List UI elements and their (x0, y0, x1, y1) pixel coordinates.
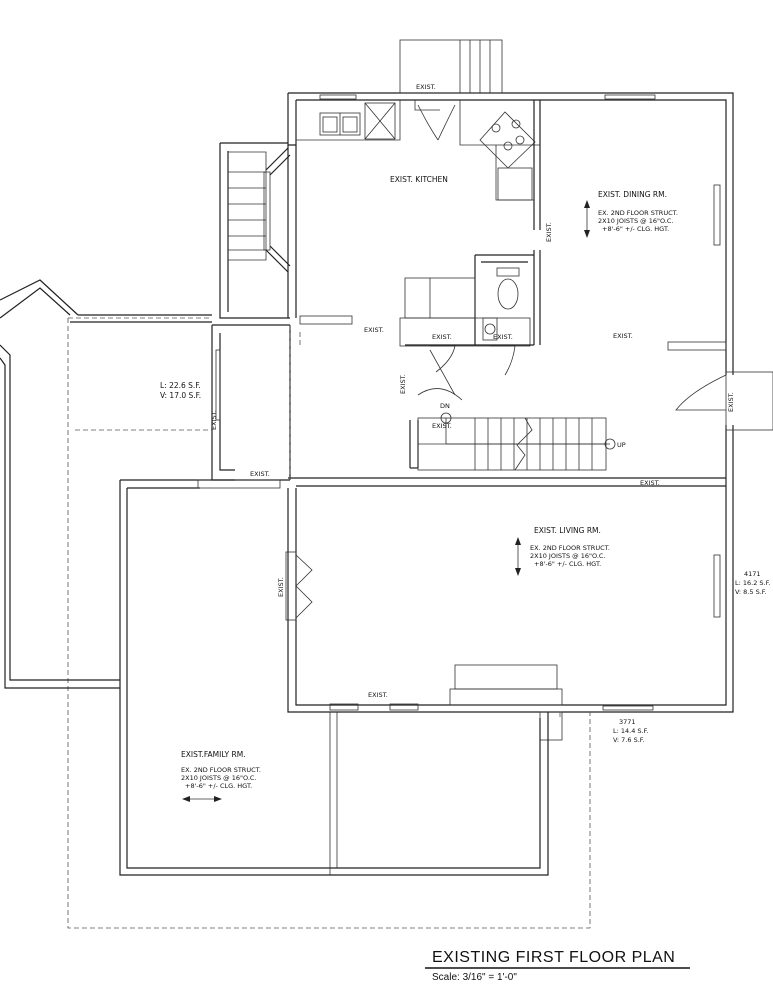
dining-note-2: 2X10 JOISTS @ 16"O.C. (598, 217, 674, 225)
living-note-2: 2X10 JOISTS @ 16"O.C. (530, 552, 606, 560)
dining-note-3: +8'-6" +/- CLG. HGT. (602, 225, 669, 233)
exist-label-stair: EXIST. (432, 422, 452, 430)
exist-label-living-opening: EXIST. (640, 479, 660, 487)
drawing-title: EXISTING FIRST FLOOR PLAN (432, 949, 675, 966)
left-window-area-v: V: 17.0 S.F. (160, 391, 201, 400)
right-window-area-l: L: 16.2 S.F. (735, 579, 770, 587)
kitchen-fixtures (296, 100, 541, 345)
exist-label-family-door: EXIST. (250, 470, 270, 478)
exist-label-closet: EXIST. (432, 333, 452, 341)
family-note-3: +8'-6" +/- CLG. HGT. (185, 782, 252, 790)
living-note-1: EX. 2ND FLOOR STRUCT. (530, 544, 610, 552)
rear-entry-steps (399, 39, 503, 94)
left-window-area-l: L: 22.6 S.F. (160, 381, 201, 390)
windows (215, 94, 721, 711)
exist-label-vestibule: EXIST. (210, 410, 218, 430)
bay-stair (228, 147, 291, 273)
exist-label-rear-door: EXIST. (416, 83, 436, 91)
bottom-window-area-v: V: 7.6 S.F. (613, 736, 645, 744)
right-window-area-v: V: 8.5 S.F. (735, 588, 767, 596)
dining-note-1: EX. 2ND FLOOR STRUCT. (598, 209, 678, 217)
side-entry (667, 341, 773, 431)
exist-label-side-door: EXIST. (727, 392, 735, 412)
dining-joist-arrow (584, 200, 590, 238)
dining-room-label: EXIST. DINING RM. (598, 190, 667, 199)
kitchen-label: EXIST. KITCHEN (390, 175, 448, 184)
exist-label-kitchen-opening: EXIST. (364, 326, 384, 334)
family-room-label: EXIST.FAMILY RM. (181, 750, 246, 759)
family-note-1: EX. 2ND FLOOR STRUCT. (181, 766, 261, 774)
exterior-walls (211, 92, 734, 713)
living-note-3: +8'-6" +/- CLG. HGT. (534, 560, 601, 568)
dashed-outlines (67, 317, 591, 929)
exist-label-dining-opening: EXIST. (613, 332, 633, 340)
living-joist-arrow (515, 537, 521, 576)
family-note-2: 2X10 JOISTS @ 16"O.C. (181, 774, 257, 782)
drawing-scale: Scale: 3/16" = 1'-0" (432, 972, 517, 983)
stair-down-label: DN (440, 402, 450, 410)
exist-label-powder: EXIST. (493, 333, 513, 341)
bottom-window-area-l: L: 14.4 S.F. (613, 727, 648, 735)
powder-room (399, 254, 534, 376)
right-window-id: 4171 (744, 570, 761, 578)
exist-label-kitchen-dining: EXIST. (545, 222, 553, 242)
main-stair (409, 349, 616, 471)
family-room (119, 479, 549, 876)
exist-label-basement-door: EXIST. (399, 374, 407, 394)
exist-label-french-doors: EXIST. (277, 577, 285, 597)
living-room-label: EXIST. LIVING RM. (534, 526, 601, 535)
left-deck (0, 279, 212, 689)
bottom-window-id: 3771 (619, 718, 636, 726)
living-room-fixtures (285, 551, 563, 741)
exist-label-living-bottom: EXIST. (368, 691, 388, 699)
stair-up-label: UP (617, 441, 626, 449)
family-joist-arrow (182, 796, 222, 802)
